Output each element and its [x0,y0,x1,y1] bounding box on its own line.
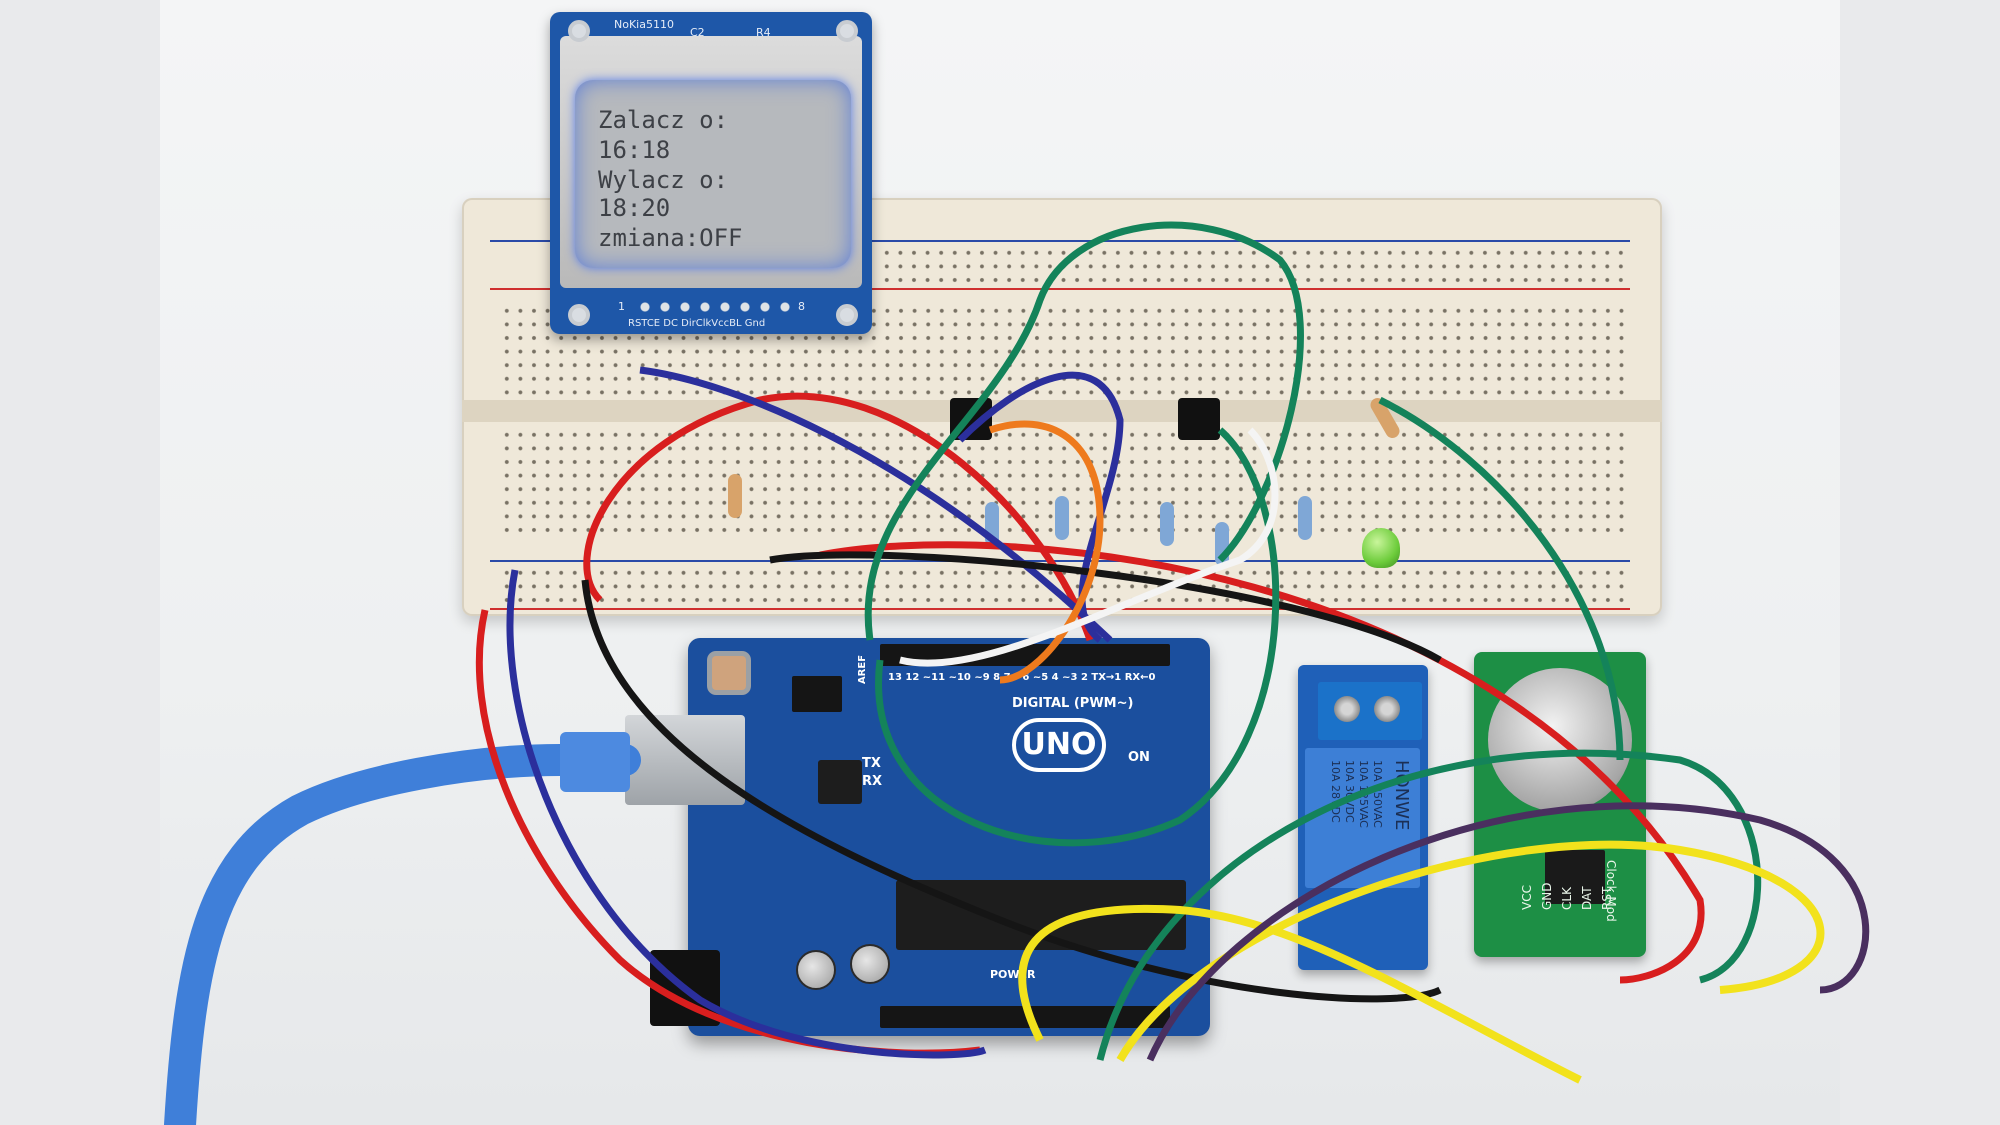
green-wire [1378,396,1624,761]
resistor [1160,502,1174,546]
green-wire [1096,749,1762,1061]
lcd-mount-hole [568,20,590,42]
lcd-r4-label: R4 [756,26,771,39]
lcd-line-5: zmiana:OFF [598,224,743,252]
bottom-rail-red-line [490,608,1630,610]
purple-wire [1146,802,1870,1062]
terminal-screw [1334,696,1360,722]
usb-b-port [625,715,745,805]
green-wire [864,221,1304,641]
power-header [880,1006,1170,1028]
top-rail-red-line [490,288,1630,290]
lcd-line-2: 16:18 [598,136,671,164]
capacitor [796,950,836,990]
rtc-chip [1545,850,1605,904]
usb-cable [164,744,641,1125]
lcd-mount-hole [568,304,590,326]
lcd-mount-hole [836,20,858,42]
red-wire [583,392,1094,642]
green-led [1362,528,1400,568]
bottom-rail-blue-line [490,560,1630,562]
red-wire [819,541,1705,984]
usb-plug [560,732,630,792]
icsp-header [792,676,842,712]
lcd-pin-header [635,300,795,314]
lcd-pin-names: RSTCE DC DirClkVccBL Gnd [628,318,766,329]
reset-button [712,656,746,690]
terminal-screw [1374,696,1400,722]
lcd-screen [575,80,851,268]
lcd-line-4: 18:20 [598,194,671,222]
green-wire [875,427,1280,847]
top-rail-blue-line [490,240,1630,242]
black-wire [581,579,1442,1003]
tx-label: TX [862,756,881,771]
lcd-mount-hole [836,304,858,326]
resistor [1055,496,1069,540]
digital-pwm-label: DIGITAL (PWM~) [1012,696,1134,711]
on-label: ON [1128,750,1150,765]
capacitor [850,944,890,984]
top-rail-holes [880,246,1630,284]
uno-logo: UNO [1012,718,1106,772]
lcd-pin-start: 1 [618,300,625,313]
lcd-module-label: NoKia5110 [614,18,674,31]
pin-numbers-label: 13 12 ~11 ~10 ~9 8 7 ~6 ~5 4 ~3 2 TX→1 R… [888,672,1156,683]
lcd-c2-label: C2 [690,26,705,39]
usb-interface-chip [818,760,862,804]
lcd-line-3: Wylacz o: [598,166,729,194]
red-wire [475,609,981,1057]
push-button [1178,398,1220,440]
resistor [1298,496,1312,540]
lcd-pin-end: 8 [798,300,805,313]
yellow-wire [1018,904,1582,1084]
resistor [728,474,742,518]
white-wire [899,427,1279,667]
blue-wire [506,569,987,1059]
lcd-line-1: Zalacz o: [598,106,729,134]
yellow-wire [1116,840,1825,1062]
orange-wire [988,420,1104,684]
rx-label: RX [862,774,883,789]
blue-wire [957,371,1124,643]
